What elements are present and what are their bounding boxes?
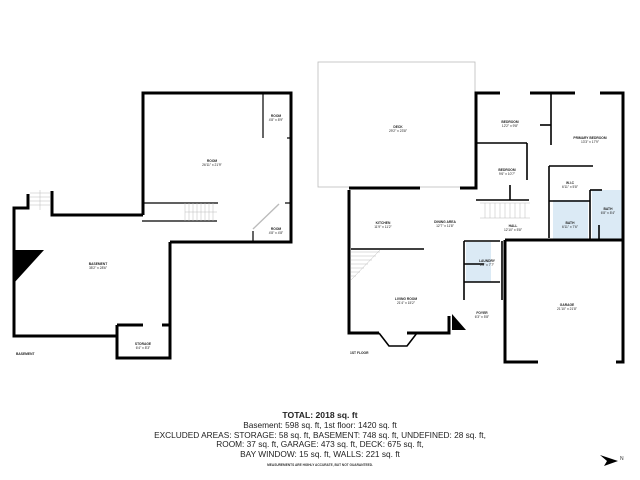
- north-arrow-icon: N: [598, 453, 628, 472]
- fireplace-icon: [14, 250, 44, 283]
- area-summary: TOTAL: 2018 sq. ft Basement: 598 sq. ft,…: [0, 410, 640, 460]
- floor-name: BASEMENT: [16, 352, 35, 356]
- summary-line: Basement: 598 sq. ft, 1st floor: 1420 sq…: [243, 419, 397, 430]
- basement-plan: [12, 91, 293, 360]
- summary-line: BAY WINDOW: 15 sq. ft, WALLS: 221 sq. ft: [240, 449, 400, 460]
- summary-line: EXCLUDED AREAS: STORAGE: 58 sq. ft, BASE…: [154, 429, 486, 440]
- total-area: TOTAL: 2018 sq. ft: [282, 410, 358, 420]
- fireplace-icon: [452, 314, 466, 330]
- floor-name: 1ST FLOOR: [350, 351, 369, 355]
- first-floor-plan: [347, 91, 625, 364]
- compass-label: N: [620, 456, 624, 462]
- summary-line: ROOM: 37 sq. ft, GARAGE: 473 sq. ft, DEC…: [216, 439, 424, 450]
- disclaimer: MEASUREMENTS ARE HIGHLY ACCURATE, BUT NO…: [267, 463, 373, 467]
